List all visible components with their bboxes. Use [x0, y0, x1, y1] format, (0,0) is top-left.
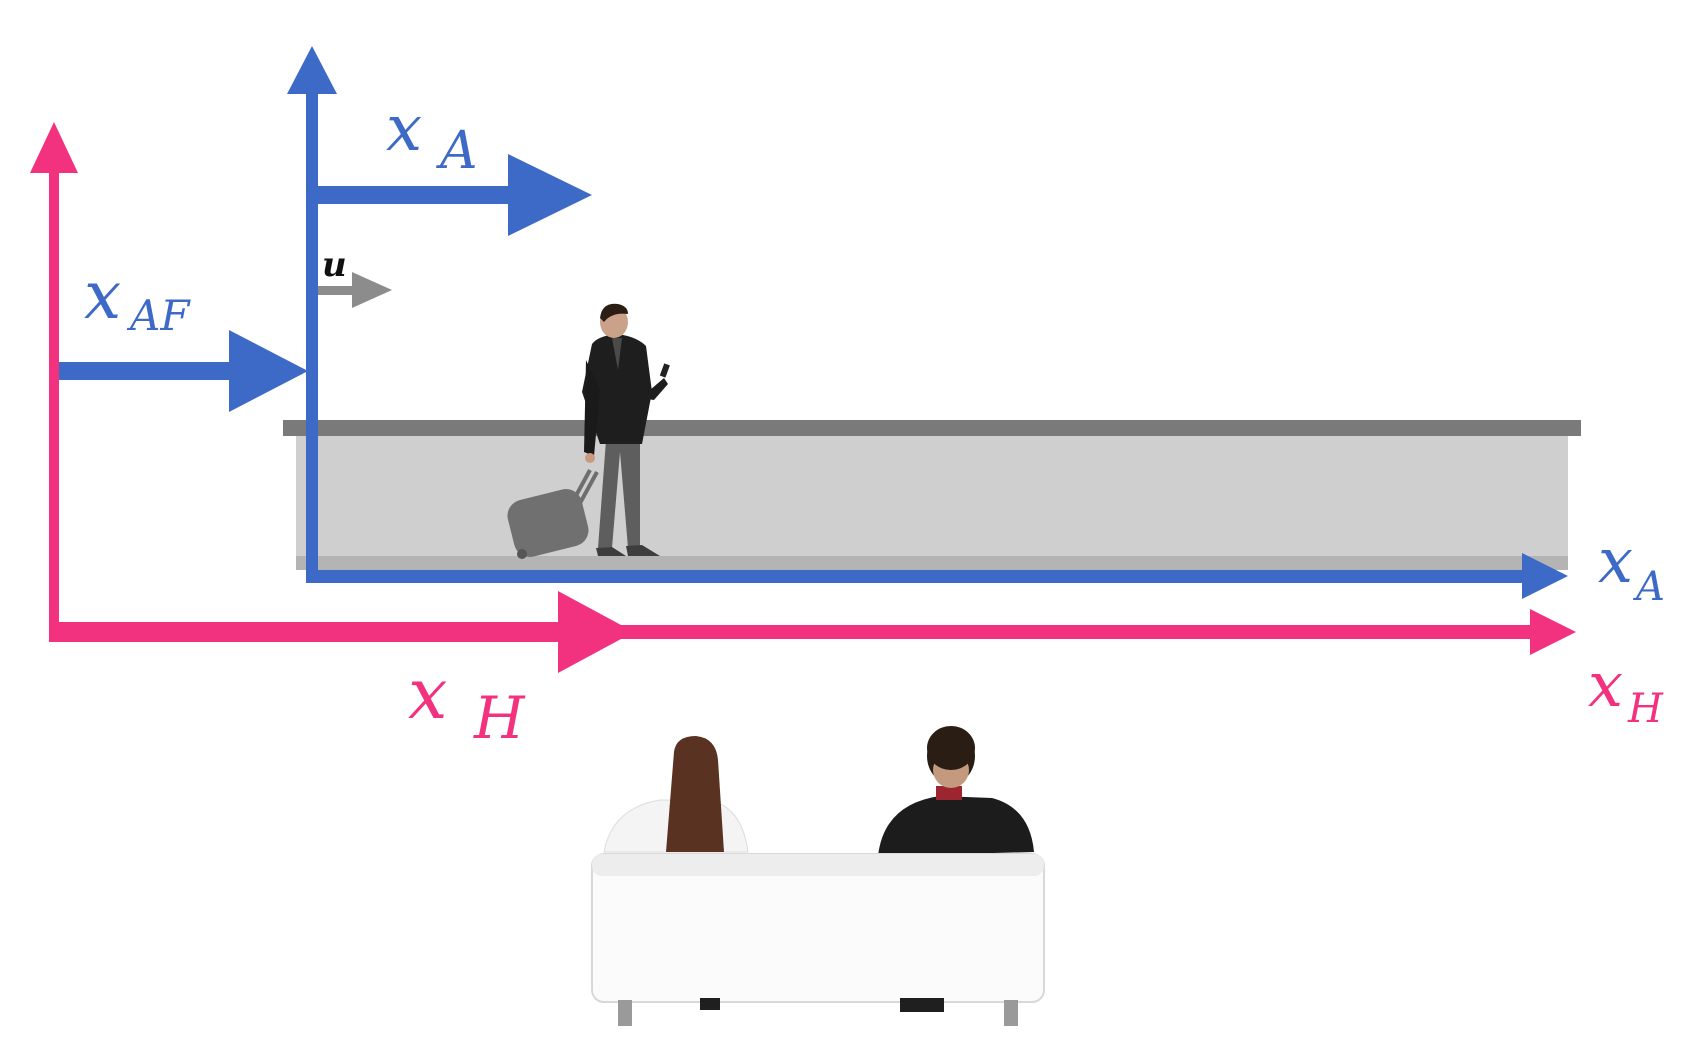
label-belt-speed: u	[322, 245, 347, 285]
svg-text:x: x	[1588, 648, 1623, 721]
walkway-bottom-strip	[296, 556, 1568, 570]
walkway-horizontal-arrowhead	[1522, 553, 1568, 599]
walkway-unit-shaft	[318, 186, 514, 204]
observers-on-sofa	[591, 726, 1045, 1026]
traveler-figure	[507, 303, 670, 559]
walkway-vertical-axis	[306, 90, 318, 583]
svg-text:x: x	[408, 653, 447, 735]
ground-vertical-arrowhead	[30, 122, 78, 173]
svg-text:u: u	[322, 245, 347, 285]
belt-speed-arrow	[318, 272, 392, 308]
moving-walkway	[283, 420, 1581, 570]
ground-unit-arrowhead	[558, 591, 634, 673]
ground-frame-axes	[30, 122, 1576, 673]
svg-text:x: x	[84, 257, 121, 334]
svg-text:H: H	[473, 684, 526, 752]
ground-horizontal-arrowhead	[1530, 609, 1576, 655]
svg-text:AF: AF	[126, 291, 191, 340]
ground-vertical-axis	[49, 170, 59, 638]
white-sofa	[591, 853, 1045, 1026]
walkway-top-rail	[283, 420, 1581, 436]
svg-text:H: H	[1627, 686, 1664, 732]
label-walkway-unit: x A	[386, 92, 478, 181]
walkway-horizontal-axis	[306, 570, 1526, 583]
walkway-body	[296, 430, 1568, 564]
svg-text:x: x	[1598, 524, 1633, 597]
rolling-suitcase-icon	[507, 489, 589, 559]
offset-arrowhead	[229, 330, 308, 412]
label-ground-unit: x H	[408, 653, 526, 752]
man-observer	[878, 726, 1034, 856]
svg-text:A: A	[436, 121, 478, 181]
label-walkway-axis-end: x A	[1598, 524, 1665, 610]
woman-observer	[603, 736, 749, 853]
offset-arrow-shaft	[59, 362, 235, 380]
walkway-vertical-arrowhead	[287, 46, 337, 94]
walkway-frame-axes	[59, 46, 1568, 599]
svg-text:A: A	[1632, 564, 1665, 610]
label-offset: x AF	[84, 257, 191, 340]
walkway-unit-arrowhead	[508, 154, 592, 236]
svg-text:x: x	[386, 92, 422, 166]
label-ground-axis-end: x H	[1588, 648, 1664, 732]
